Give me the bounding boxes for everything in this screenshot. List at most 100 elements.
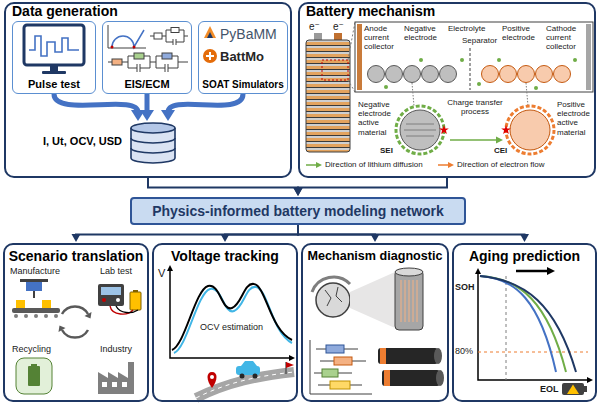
conveyor-icon bbox=[34, 314, 38, 318]
road-icon bbox=[196, 372, 294, 398]
legend-sample bbox=[438, 161, 454, 169]
map-pin bbox=[210, 375, 214, 379]
active-particle bbox=[510, 110, 550, 150]
figure-label: SEI bbox=[380, 146, 393, 155]
voltage-axes bbox=[167, 265, 173, 271]
figure-label: Positive electrode bbox=[502, 24, 546, 42]
battmo-logo bbox=[206, 52, 214, 60]
figure-label: Manufacture bbox=[10, 266, 60, 276]
recycle-icon bbox=[28, 366, 40, 386]
pybamm-logo bbox=[207, 32, 213, 38]
factory-icon bbox=[98, 362, 134, 394]
legend-sample bbox=[316, 162, 322, 168]
legend-text: Direction of electron flow bbox=[457, 160, 545, 170]
connector bbox=[221, 225, 299, 242]
zoom-cone bbox=[350, 272, 395, 328]
threshold-line bbox=[506, 276, 507, 380]
threshold-line bbox=[478, 276, 588, 380]
panel-title: Battery mechanism bbox=[306, 4, 435, 19]
connector-line bbox=[76, 225, 298, 236]
connector bbox=[72, 225, 299, 242]
active-particle bbox=[396, 106, 444, 154]
voltage-axes bbox=[167, 265, 295, 361]
nyquist-plot bbox=[108, 25, 146, 49]
nyquist-plot bbox=[108, 25, 146, 48]
factory-icon bbox=[98, 362, 134, 394]
pulse-monitor-icon bbox=[24, 25, 84, 74]
figure-label: CEI bbox=[494, 146, 507, 155]
transfer-star bbox=[439, 125, 511, 134]
cylinder-cells bbox=[378, 348, 438, 364]
box-plot bbox=[334, 357, 352, 365]
arrow-head bbox=[72, 234, 81, 242]
connector-line bbox=[148, 178, 298, 190]
battmo-logo bbox=[203, 49, 217, 63]
current-collector bbox=[357, 24, 362, 90]
connector-line bbox=[298, 225, 525, 236]
soh-curve bbox=[480, 276, 556, 372]
figure-label: Negative electrode bbox=[404, 24, 448, 42]
connector bbox=[148, 178, 303, 196]
box-plot bbox=[330, 381, 350, 389]
tester-icon bbox=[116, 298, 120, 302]
flag-icon bbox=[286, 362, 294, 374]
central-label: Physics-informed battery modeling networ… bbox=[132, 203, 464, 219]
figure-label: Negative electrode active material bbox=[358, 100, 396, 137]
nyquist-plot bbox=[133, 46, 136, 49]
cracked-particle bbox=[312, 277, 350, 317]
zoom-cone bbox=[350, 272, 395, 328]
pybamm-logo bbox=[204, 26, 216, 38]
factory-icon bbox=[112, 382, 117, 387]
cracked-particle bbox=[316, 283, 350, 317]
conveyor-icon bbox=[54, 314, 58, 318]
cylinder-cutaway bbox=[395, 268, 423, 276]
map-pin bbox=[208, 372, 217, 388]
tester-icon bbox=[130, 292, 141, 310]
source-box: PyBaMMBattMoSOAT Simulators bbox=[198, 21, 288, 94]
circuit-symbol bbox=[112, 59, 122, 65]
road-icon bbox=[196, 372, 294, 398]
current-collector bbox=[357, 24, 591, 90]
trend-arrow bbox=[516, 267, 555, 275]
conveyor-icon bbox=[33, 291, 35, 298]
car-icon bbox=[253, 374, 258, 379]
arrow-head bbox=[294, 188, 303, 196]
connector bbox=[161, 94, 243, 121]
cylinder-cutaway bbox=[395, 270, 423, 330]
circuit-symbol bbox=[173, 39, 176, 45]
conveyor-icon bbox=[44, 314, 48, 318]
pybamm-logo bbox=[204, 26, 216, 38]
connector bbox=[54, 94, 145, 121]
figure-label: Industry bbox=[100, 344, 132, 354]
recycle-icon bbox=[31, 364, 37, 366]
figure-label: OCV estimation bbox=[200, 322, 263, 332]
figure-label: Lab test bbox=[100, 266, 132, 276]
figure-label: Cathode current collector bbox=[546, 24, 584, 52]
anode-particle bbox=[404, 66, 421, 83]
car-icon bbox=[240, 374, 245, 379]
panel-title: Aging prediction bbox=[454, 248, 595, 264]
cathode-particle bbox=[500, 66, 517, 83]
cycle-arrows bbox=[59, 326, 66, 333]
figure-label: SOH bbox=[455, 282, 475, 292]
lithium-ion bbox=[384, 85, 388, 89]
legend-item: Direction of lithium diffusion bbox=[306, 160, 423, 170]
group-panel: Data generationPulse testEIS/ECMPyBaMMBa… bbox=[4, 2, 292, 178]
figure-label: Charge transfer process bbox=[446, 98, 504, 116]
pouch-cell bbox=[314, 33, 322, 40]
output-panel: Aging prediction bbox=[452, 243, 597, 402]
nyquist-plot bbox=[112, 30, 144, 47]
figure-label: Positive electrode active material bbox=[557, 100, 593, 137]
soh-curve bbox=[480, 276, 576, 372]
pulse-monitor-icon bbox=[29, 36, 79, 56]
database-icon bbox=[131, 123, 175, 163]
lithium-ion bbox=[384, 58, 577, 90]
central-box: Physics-informed battery modeling networ… bbox=[130, 197, 466, 225]
anode-particle bbox=[440, 66, 457, 83]
connector-line bbox=[54, 94, 138, 112]
conveyor-icon bbox=[20, 279, 48, 282]
figure-label: e⁻ bbox=[333, 21, 344, 33]
factory-icon bbox=[122, 382, 127, 387]
figure-label: Anode current collector bbox=[364, 24, 402, 52]
